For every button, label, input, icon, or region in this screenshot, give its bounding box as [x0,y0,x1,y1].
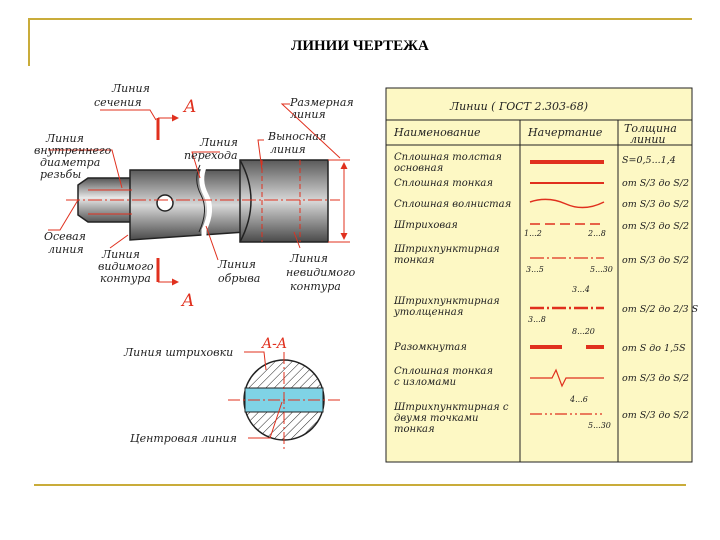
break-line [196,164,205,233]
row-thickness: S=0,5...1,4 [622,155,676,166]
row-mark: 2...8 [587,229,606,238]
row-thickness: от S/3 до S/2 [622,178,689,189]
row-name: Сплошная тонкая с изломами [394,366,496,388]
table-row: Сплошная тонкая от S/3 до S/2 [394,178,689,189]
table-row: Штрихпунктирная с двумя точками тонкая 4… [393,395,689,435]
section-letter-top: A [182,97,196,117]
slide-top-rule [28,18,692,20]
row-mark: 4...6 [569,395,588,404]
row-thickness: от S/3 до S/2 [622,221,689,232]
table-row: Сплошная тонкая с изломами от S/3 до S/2 [394,366,689,388]
slide-left-rule [28,18,30,66]
label-dimension: Размерная линия [289,96,357,121]
label-inner-diameter: Линия внутреннего диаметра резьбы [34,132,115,181]
table-row: Сплошная волнистая от S/3 до S/2 [394,198,689,210]
header-thickness: Толщина линии [624,122,680,146]
row-thickness: от S до 1,5S [622,343,686,354]
section-letter-bottom: A [180,291,194,311]
row-name: Сплошная волнистая [394,199,511,210]
row-mark: 3...8 [528,315,546,324]
row-thickness: от S/3 до S/2 [622,255,689,266]
row-mark: 3...5 [526,265,544,274]
row-name: Штрихпунктирная тонкая [393,244,503,266]
section-view: A-A Линия штриховки Центровая линия [123,336,340,450]
row-thickness: от S/3 до S/2 [622,373,689,384]
lines-table: Линии ( ГОСТ 2.303-68) Наименование Наче… [385,87,699,463]
label-visible: Линия видимого контура [98,248,157,285]
label-hatch: Линия штриховки [123,346,233,359]
row-name: Разомкнутая [393,342,467,353]
table-bg [385,87,693,463]
row-thickness: от S/2 до 2/3 S [622,304,699,315]
label-break: Линия обрыва [217,258,260,285]
table-title: Линии ( ГОСТ 2.303-68) [449,100,588,113]
part-body [129,169,254,241]
label-transition: Линия перехода [184,136,241,162]
row-name: Сплошная тонкая [394,178,493,189]
table-row: Штриховая 1...2 2...8 от S/3 до S/2 [393,220,689,238]
label-extension: Выносная линия [267,130,330,156]
row-mark: 8...20 [572,327,595,336]
row-name: Штрихпунктирная утолщенная [393,296,503,318]
row-thickness: от S/3 до S/2 [622,199,689,210]
row-mark: 5...30 [590,265,613,274]
row-mark: 5...30 [588,421,611,430]
label-section-line: Линия сечения [94,82,153,109]
row-thickness: от S/3 до S/2 [622,410,689,421]
row-name: Штрихпунктирная с двумя точками тонкая [393,402,512,435]
table-row: Штрихпунктирная тонкая 3...5 5...30 от S… [393,244,689,274]
table-row: Сплошная толстая основная S=0,5...1,4 [394,152,676,174]
section-name: A-A [260,336,287,352]
part-drawing: A A Линия сечения Линия внутреннего диам… [34,82,359,311]
row-mark: 1...2 [524,229,542,238]
label-invisible: Линия невидимого контура [286,252,359,293]
table-row: Разомкнутая от S до 1,5S [393,342,686,354]
row-mark: 3...4 [572,285,590,294]
sample-zigzag [530,368,604,388]
hole [156,194,174,212]
sample-wavy [529,198,605,209]
slide-title: ЛИНИИ ЧЕРТЕЖА [291,38,429,54]
label-center: Центровая линия [130,432,237,445]
label-axis: Осевая линия [44,230,89,256]
part-body-right [239,159,329,243]
table-row: Штрихпунктирная утолщенная 3...4 3...8 8… [393,285,699,336]
header-style: Начертание [527,126,603,139]
slide-bottom-rule [34,484,686,486]
row-name: Штриховая [393,220,458,231]
row-name: Сплошная толстая основная [394,152,505,174]
header-name: Наименование [393,126,481,139]
